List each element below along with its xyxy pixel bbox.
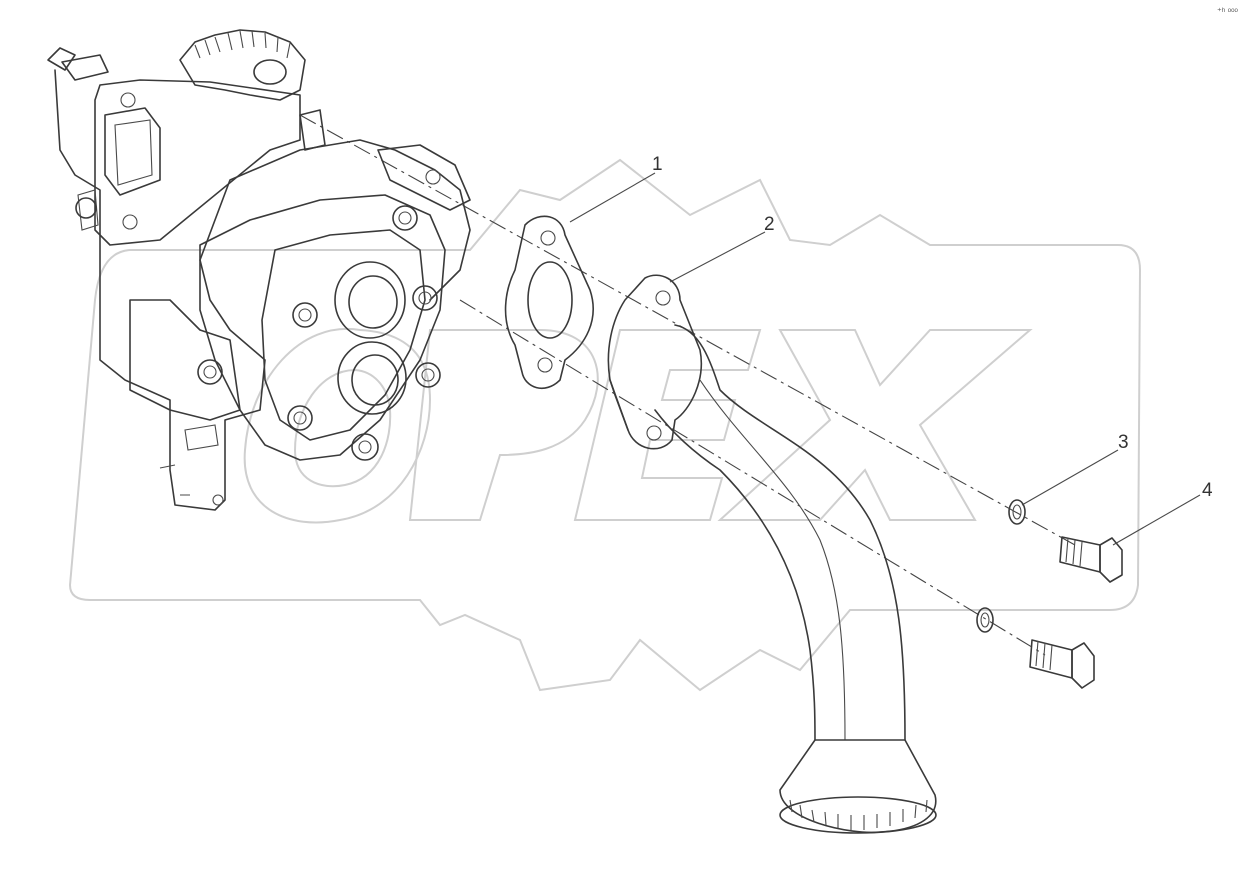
callout-1: 1 [652, 154, 663, 175]
washer-icon [976, 499, 1026, 633]
callout-leaders [569, 172, 1201, 546]
callout-2: 2 [764, 214, 775, 235]
callout-4: 4 [1202, 480, 1213, 501]
gasket-icon [504, 215, 594, 390]
watermark-logo-icon [68, 158, 1142, 692]
suction-pipe-icon [607, 274, 937, 834]
callout-3: 3 [1118, 432, 1129, 453]
oil-pump-icon [47, 29, 471, 511]
assembly-axis-lines [299, 114, 1076, 656]
corner-mark: ⁺ʰ ᵒᵒᵒ [1217, 6, 1238, 16]
bolt-icon [1029, 536, 1123, 689]
